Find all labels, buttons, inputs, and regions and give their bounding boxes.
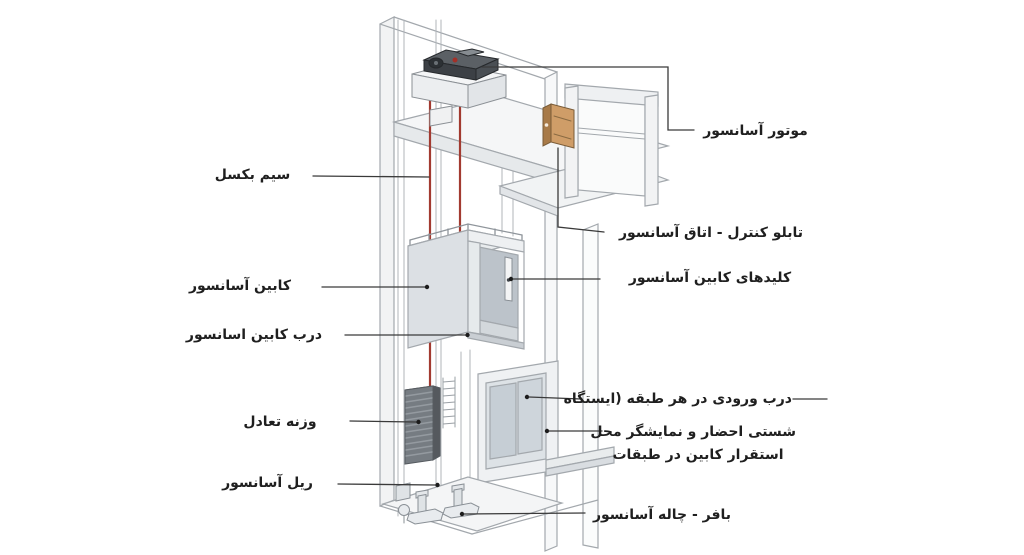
motor <box>411 48 507 127</box>
leader-landing-door <box>528 396 582 400</box>
governor-tensioner <box>395 482 411 524</box>
landing-door-leaf-left <box>489 382 517 460</box>
label-control-panel: تابلو کنترل - اتاق آسانسور <box>619 225 803 241</box>
cabin-button-panel <box>504 256 513 302</box>
label-wire-rope: سیم بکسل <box>214 167 291 183</box>
cabin-side-panel <box>407 229 469 349</box>
label-cabin-buttons: کلیدهای کابین آسانسور <box>628 270 792 286</box>
cabin-door-leaf <box>467 240 481 335</box>
label-motor: موتور آسانسور <box>703 123 808 139</box>
label-cabin: کابین آسانسور <box>188 278 291 294</box>
landing-door-leaf-right <box>517 377 543 455</box>
leader-control-panel <box>557 147 605 233</box>
label-landing-door: درب ورودی در هر طبقه (ایستگاه <box>563 391 792 407</box>
leader-lines <box>312 66 828 517</box>
pit <box>379 476 599 535</box>
leader-buffer <box>463 512 586 515</box>
label-counterweight: وزنه تعادل <box>243 414 317 430</box>
landing-sill <box>545 446 615 477</box>
leader-motor <box>481 66 695 131</box>
leader-guide-rail <box>337 483 436 486</box>
pit-ladder <box>442 376 456 429</box>
cabin <box>407 223 525 350</box>
counterweight <box>404 385 441 465</box>
buffer-left <box>406 489 444 525</box>
label-buffer-pit: بافر - چاله آسانسور <box>592 507 732 523</box>
leader-counterweight <box>349 420 417 423</box>
leader-wire-rope <box>312 175 430 178</box>
control-panel <box>542 103 575 149</box>
label-guide-rail: ریل آسانسور <box>222 475 313 491</box>
motor-red-detail <box>452 57 458 63</box>
label-cabin-door: درب کابین اسانسور <box>185 327 323 343</box>
machine-room-doorway <box>577 91 646 197</box>
machine-room <box>391 83 671 217</box>
label-call-panel-line1: شستی احضار و نمایشگر محل <box>590 424 796 440</box>
landing-door <box>477 360 615 484</box>
label-call-panel-line2: استقرار کابین در طبقات <box>612 447 784 463</box>
